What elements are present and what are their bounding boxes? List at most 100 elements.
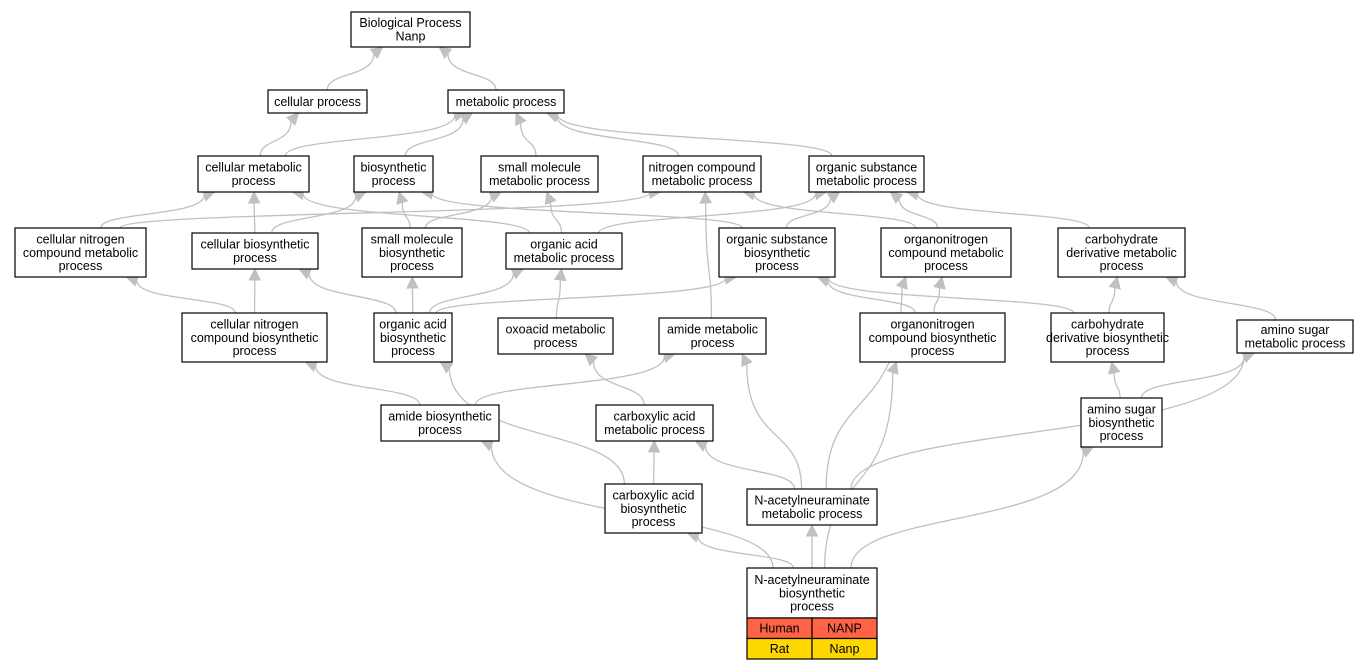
edge-amide-biosynthetic-to-amide-metabolic: [474, 350, 677, 406]
edge-organic-substance-metabolic-to-metabolic-process: [545, 108, 833, 157]
edge-line: [424, 196, 492, 229]
edge-line: [556, 116, 680, 157]
edge-organic-substance-biosynthetic-to-organic-substance-metabolic: [785, 191, 841, 229]
node-box: [1236, 319, 1354, 354]
edge-line: [326, 53, 375, 91]
species-label: Human: [759, 622, 799, 636]
edge-organonitrogen-compound-biosynthetic-to-organonitrogen-compound-metabolic: [933, 275, 946, 314]
node-box: [746, 567, 878, 619]
edge-line: [697, 536, 794, 569]
edge-arrowhead: [886, 360, 899, 375]
node-box: [361, 227, 463, 278]
node-metabolic-process[interactable]: metabolic process: [447, 89, 565, 114]
node-box: [197, 155, 310, 193]
edge-line: [270, 196, 357, 234]
edge-line: [753, 194, 917, 229]
edge-line: [448, 368, 626, 485]
edge-line: [824, 372, 894, 569]
edge-line: [431, 192, 743, 229]
edge-line: [1175, 280, 1277, 321]
edge-line: [898, 198, 939, 229]
edge-cellular-nitrogen-compound-biosynthetic-to-cellular-biosynthetic: [248, 267, 262, 314]
edge-nacetylneuraminate-metabolic-to-carboxylic-acid-metabolic: [694, 440, 796, 490]
species-label: Rat: [770, 642, 790, 656]
edge-arrowhead: [248, 267, 262, 281]
gene-label: NANP: [827, 622, 862, 636]
edge-nacetylneuraminate-biosynthetic-to-organonitrogen-compound-biosynthetic: [824, 360, 899, 569]
gene-cell-nanp: NANP: [811, 617, 878, 640]
edge-cellular-nitrogen-compound-metabolic-to-cellular-metabolic: [99, 189, 216, 229]
edge-line: [827, 280, 916, 314]
edge-arrowhead: [544, 190, 557, 205]
node-box: [14, 227, 147, 278]
node-box: [808, 155, 925, 193]
node-box: [604, 483, 703, 534]
node-box: [181, 312, 328, 363]
edge-arrowhead: [1108, 360, 1121, 375]
edge-line: [314, 365, 421, 406]
edge-line: [705, 202, 713, 319]
edge-organic-substance-biosynthetic-to-biosynthetic: [420, 187, 743, 229]
node-box: [353, 155, 434, 193]
edge-arrowhead: [741, 352, 753, 368]
edge-arrowhead: [438, 46, 453, 59]
edge-cellular-biosynthetic-to-cellular-metabolic: [247, 190, 261, 234]
edge-arrowhead: [1108, 275, 1121, 290]
species-cell-rat: Rat: [746, 637, 813, 660]
edge-organonitrogen-compound-metabolic-to-organic-substance-metabolic: [889, 191, 939, 229]
node-box: [595, 404, 714, 442]
edge-small-molecule-biosynthetic-to-biosynthetic: [396, 190, 411, 229]
node-box: [373, 312, 453, 363]
node-label: cellular process: [274, 95, 361, 109]
edge-carbohydrate-derivative-biosynthetic-to-organic-substance-biosynthetic: [816, 272, 1075, 314]
node-box: [350, 11, 471, 48]
edge-arrowhead: [805, 523, 819, 537]
node-cellular-process[interactable]: cellular process: [267, 89, 368, 114]
node-box: [859, 312, 1006, 363]
edge-line: [474, 356, 666, 406]
edge-nacetylneuraminate-biosynthetic-to-nacetylneuraminate-metabolic: [805, 523, 819, 568]
edge-arrowhead: [889, 191, 904, 204]
edge-amide-metabolic-to-nitrogen-compound-metabolic: [699, 190, 713, 319]
edge-line: [1113, 372, 1121, 399]
node-box: [380, 404, 500, 442]
